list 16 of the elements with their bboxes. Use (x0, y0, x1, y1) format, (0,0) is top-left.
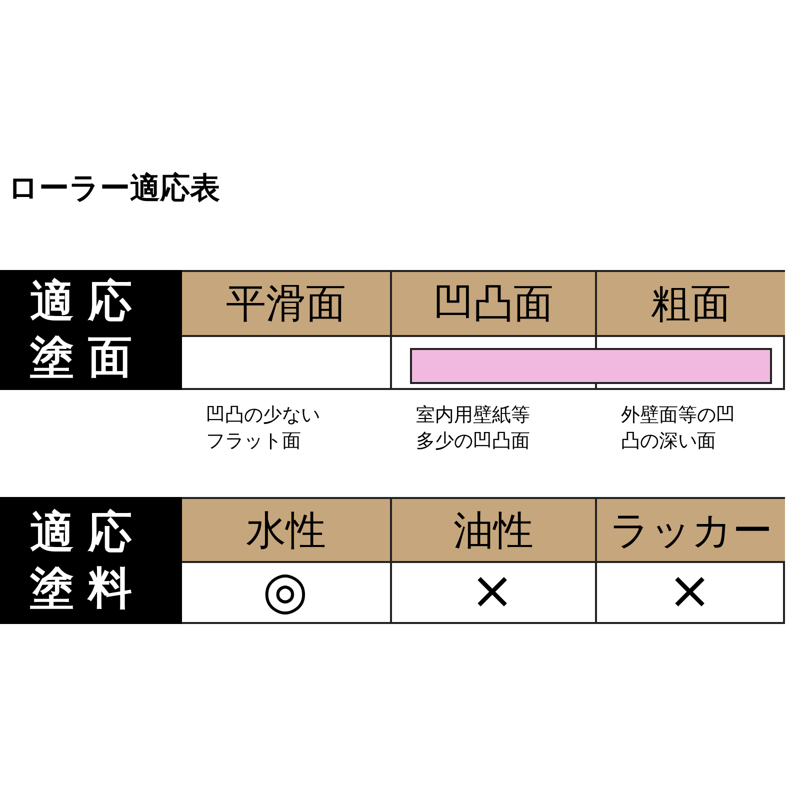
note-text: 凹凸の少ないフラット面 (206, 403, 321, 454)
rating-mark: × (470, 561, 514, 621)
column-header-cell: 平滑面 (182, 272, 390, 335)
rating-mark: ◎ (262, 561, 308, 621)
column-header-cell: 油性 (392, 499, 595, 561)
note-text: 室内用壁紙等多少の凹凸面 (416, 403, 531, 454)
table-title: ローラー適応表 (8, 170, 220, 208)
row-header-cell: 適応塗面 (0, 270, 182, 390)
row-header-cell: 適応塗料 (0, 497, 182, 624)
column-header-cell: 粗面 (597, 272, 785, 335)
column-header-cell: ラッカー (597, 499, 785, 561)
note-text: 外壁面等の凹凸の深い面 (621, 403, 736, 454)
range-bar (410, 348, 772, 384)
rating-mark: × (668, 561, 712, 621)
column-header-cell: 凹凸面 (392, 272, 595, 335)
column-header-cell: 水性 (182, 499, 390, 561)
